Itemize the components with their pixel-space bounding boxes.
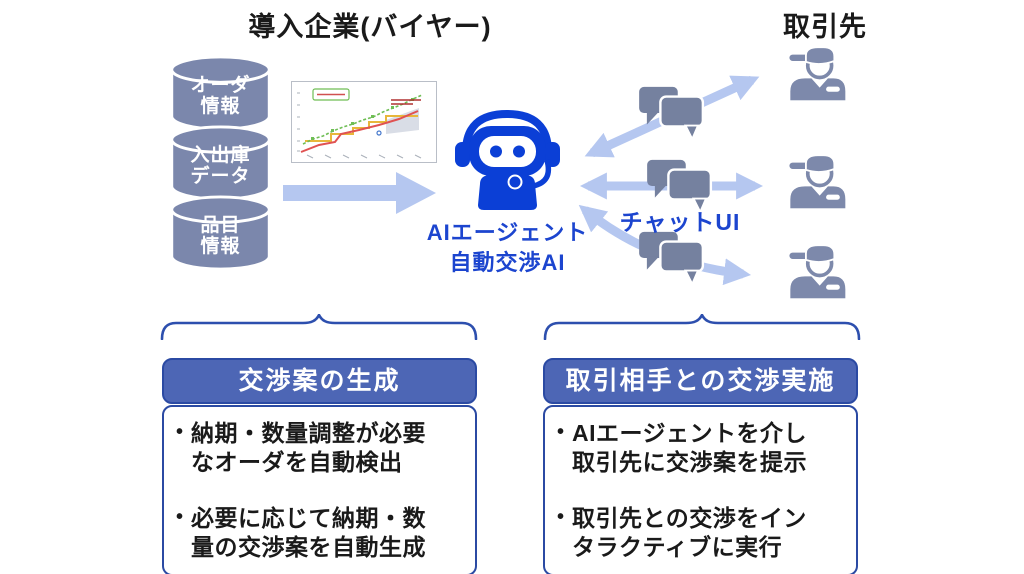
data-flow-arrow-icon [283,172,436,214]
bullet-text: 納期・数量調整が必要 なオーダを自動検出 [191,420,427,476]
worker-person-icon [783,241,849,299]
bullet-item: • 納期・数量調整が必要 なオーダを自動検出 [174,419,467,478]
agent-label-line1: AIエージェント [426,220,589,245]
proposal-generation-header: 交渉案の生成 [162,358,477,404]
proposal-generation-body: • 納期・数量調整が必要 なオーダを自動検出 • 必要に応じて納期・数 量の交渉… [162,405,477,574]
brace-right [543,314,861,340]
negotiation-execution-body: • AIエージェントを介し 取引先に交渉案を提示 • 取引先との交渉をイン タラ… [543,405,858,574]
ai-robot-icon [455,109,560,210]
bullet-marker: • [557,505,565,528]
database-label: 入出庫 データ [190,145,251,188]
bullet-item: • 取引先との交渉をイン タラクティブに実行 [555,504,848,563]
database-stack: オーダ 情報 入出庫 データ 品目 情報 [168,55,273,270]
database-label: オーダ 情報 [190,75,251,118]
bullet-text: 取引先との交渉をイン タラクティブに実行 [572,504,807,561]
proposal-generation-box: 交渉案の生成 • 納期・数量調整が必要 なオーダを自動検出 • 必要に応じて納期… [162,358,477,574]
chat-bubbles-icon [637,230,705,286]
bullet-item: • AIエージェントを介し 取引先に交渉案を提示 [555,419,848,478]
agent-label-line2: 自動交渉AI [449,249,566,275]
chat-ui-label: チャットUI [619,209,741,235]
bullet-marker: • [176,421,184,443]
agent-label: AIエージェント 自動交渉AI [415,218,600,277]
buyer-title: 導入企業(バイヤー) [248,12,492,42]
line-chart-thumbnail-icon [291,81,437,163]
worker-person-icon [783,151,849,209]
negotiation-execution-box: 取引相手との交渉実施 • AIエージェントを介し 取引先に交渉案を提示 • 取引… [543,358,858,574]
database-label: 品目 情報 [200,215,241,258]
bullet-text: AIエージェントを介し 取引先に交渉案を提示 [572,420,808,476]
negotiation-execution-header: 取引相手との交渉実施 [543,358,858,404]
bullet-text: 必要に応じて納期・数 量の交渉案を自動生成 [191,504,427,561]
partner-title: 取引先 [783,12,867,42]
bullet-marker: • [557,421,565,443]
brace-left [160,314,478,340]
bullet-item: • 必要に応じて納期・数 量の交渉案を自動生成 [174,504,467,563]
worker-person-icon [783,43,849,101]
bullet-marker: • [176,505,184,528]
chat-bubbles-icon [637,85,705,141]
